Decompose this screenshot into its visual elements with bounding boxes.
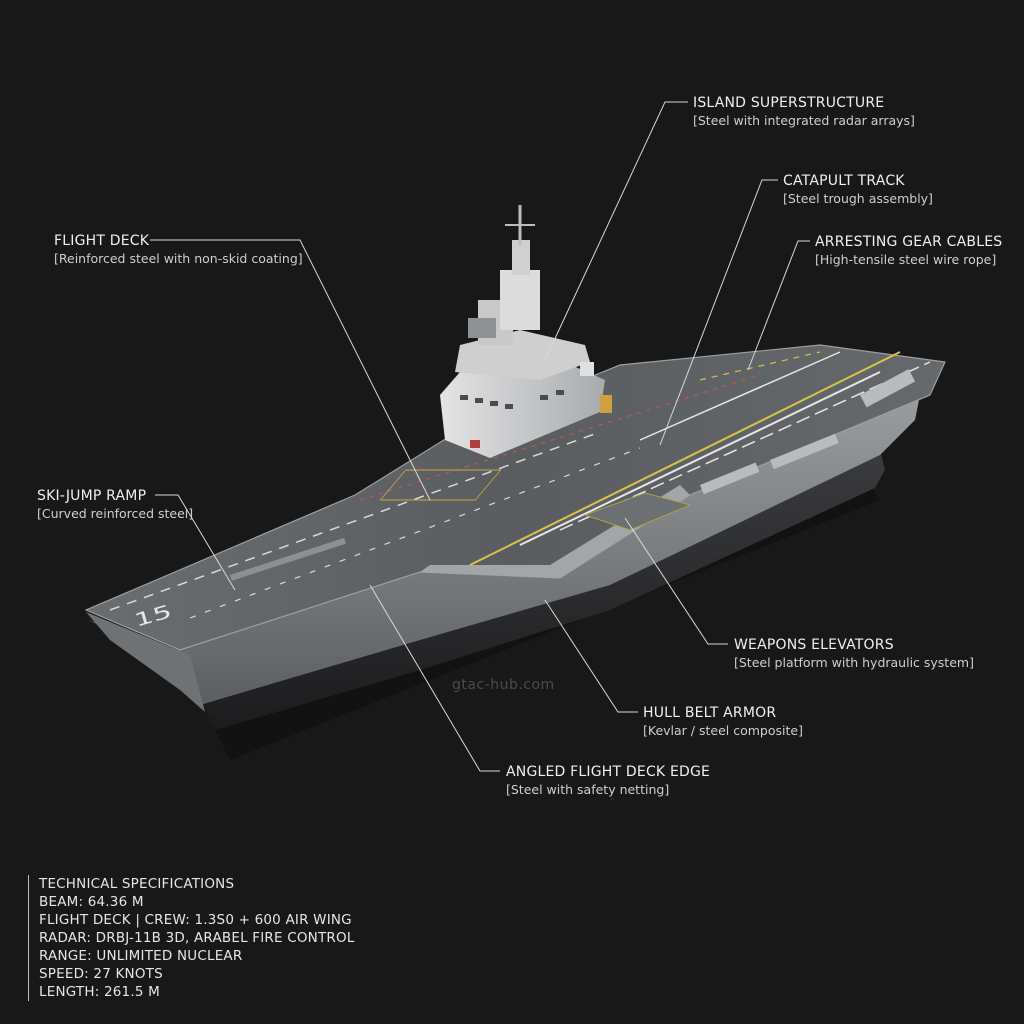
angled-deck-sponson: [420, 485, 690, 578]
deck-elevator-1: [379, 469, 502, 501]
callout-title: FLIGHT DECK: [54, 233, 150, 249]
leader-hull-belt-armor: [544, 599, 638, 713]
leader-angled-flight-deck-edge: [369, 584, 500, 772]
callout-catapult-track: CATAPULT TRACK [Steel trough assembly]: [783, 172, 933, 207]
callout-title: HULL BELT ARMOR: [643, 705, 777, 721]
callout-material: [Steel with integrated radar arrays]: [693, 113, 915, 128]
callout-angled-flight-deck-edge: ANGLED FLIGHT DECK EDGE [Steel with safe…: [506, 763, 710, 798]
callout-title: ISLAND SUPERSTRUCTURE: [693, 95, 885, 111]
watermark-text: gtac-hub.com: [452, 677, 555, 693]
spec-line-beam: BEAM: 64.36 M: [39, 894, 144, 910]
spec-line-radar: RADAR: DRBJ-11B 3D, ARABEL FIRE CONTROL: [39, 930, 355, 946]
spec-line-speed: SPEED: 27 KNOTS: [39, 966, 163, 982]
leader-weapons-elevators: [624, 517, 728, 645]
callout-hull-belt-armor: HULL BELT ARMOR [Kevlar / steel composit…: [643, 704, 803, 739]
callout-weapons-elevators: WEAPONS ELEVATORS [Steel platform with h…: [734, 636, 974, 671]
callout-material: [High-tensile steel wire rope]: [815, 252, 997, 267]
hull-side-details: [230, 369, 916, 581]
flight-deck-surface: [84, 344, 946, 651]
callout-material: [Steel trough assembly]: [783, 191, 933, 206]
specs-heading: TECHNICAL SPECIFICATIONS: [39, 876, 235, 892]
callout-material: [Steel platform with hydraulic system]: [734, 655, 974, 670]
bow: [86, 612, 205, 712]
deck-elevator-2: [583, 492, 692, 531]
callout-title: SKI-JUMP RAMP: [37, 488, 147, 504]
spec-line-flight-deck-crew: FLIGHT DECK | CREW: 1.3S0 + 600 AIR WING: [39, 912, 352, 928]
callout-title: ANGLED FLIGHT DECK EDGE: [506, 764, 711, 780]
leader-lines: [150, 101, 810, 772]
callout-arresting-gear-cables: ARRESTING GEAR CABLES [High-tensile stee…: [815, 233, 1002, 268]
callout-material: [Kevlar / steel composite]: [643, 723, 803, 738]
callout-material: [Reinforced steel with non-skid coating]: [54, 251, 303, 266]
callout-material: [Curved reinforced steel]: [37, 506, 194, 521]
callout-title: ARRESTING GEAR CABLES: [815, 234, 1003, 250]
leader-island-superstructure: [544, 101, 688, 361]
callout-title: WEAPONS ELEVATORS: [734, 637, 894, 653]
callout-ski-jump-ramp: SKI-JUMP RAMP [Curved reinforced steel]: [37, 487, 193, 522]
technical-specifications: TECHNICAL SPECIFICATIONS BEAM: 64.36 M F…: [28, 875, 355, 1001]
spec-line-range: RANGE: UNLIMITED NUCLEAR: [39, 948, 243, 964]
island-superstructure: [440, 205, 612, 458]
callout-island-superstructure: ISLAND SUPERSTRUCTURE [Steel with integr…: [693, 94, 915, 129]
leader-ski-jump-ramp: [155, 494, 236, 591]
callout-material: [Steel with safety netting]: [506, 782, 670, 797]
callout-flight-deck: FLIGHT DECK [Reinforced steel with non-s…: [54, 232, 303, 267]
callout-title: CATAPULT TRACK: [783, 173, 905, 189]
spec-line-length: LENGTH: 261.5 M: [39, 984, 160, 1000]
leader-arresting-gear-cables: [747, 240, 810, 371]
leader-flight-deck: [150, 239, 431, 501]
leader-catapult-track: [659, 179, 778, 446]
